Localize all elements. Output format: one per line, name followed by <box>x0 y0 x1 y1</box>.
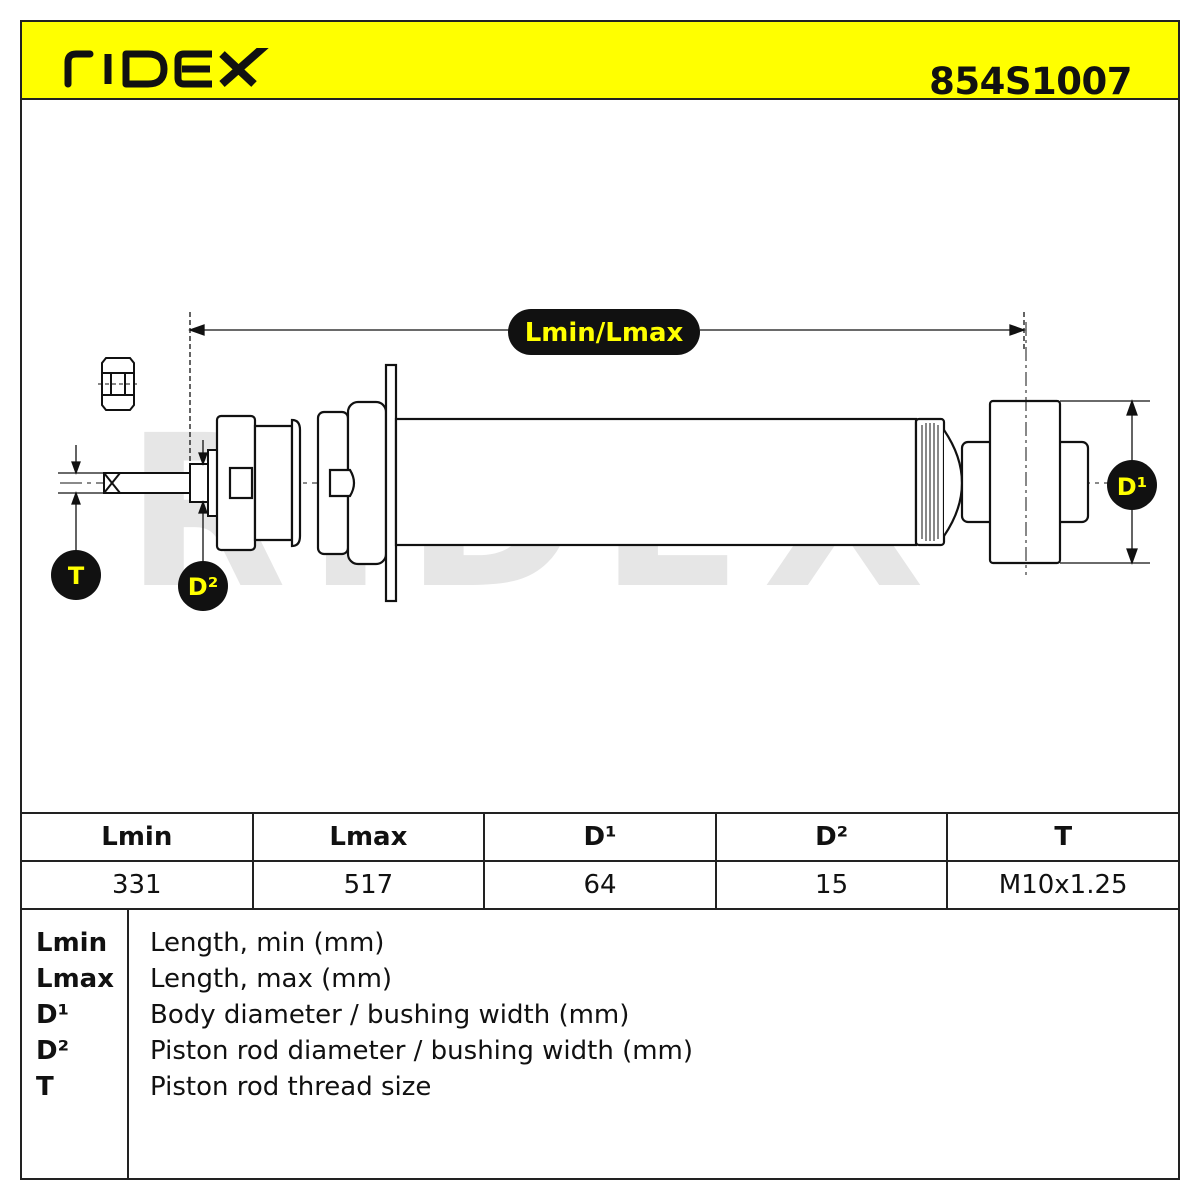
legend-description: Piston rod diameter / bushing width (mm) <box>150 1036 694 1066</box>
legend-description: Length, min (mm) <box>150 928 385 958</box>
legend-row: Lmax Length, max (mm) <box>22 964 1178 1000</box>
t-label: T <box>68 562 85 590</box>
spec-table: Lmin Lmax D¹ D² T 331 517 64 15 M10x1.25 <box>20 812 1180 910</box>
legend-description: Piston rod thread size <box>150 1072 432 1102</box>
spec-header-d2: D² <box>714 812 949 862</box>
legend-key: T <box>36 1072 54 1102</box>
bottom-eye-bushing <box>960 322 1090 575</box>
d2-label: D² <box>188 573 218 601</box>
legend-key: D² <box>36 1036 69 1066</box>
legend-row: T Piston rod thread size <box>22 1072 1178 1108</box>
legend-key: Lmin <box>36 928 108 958</box>
spec-value-lmax: 517 <box>251 860 486 910</box>
brand-logo <box>64 48 269 88</box>
legend-key: D¹ <box>36 1000 69 1030</box>
legend: Lmin Length, min (mm) Lmax Length, max (… <box>20 910 1180 1180</box>
d1-label-badge: D¹ <box>1107 460 1157 510</box>
shock-absorber-drawing: RIDEX <box>51 309 1157 635</box>
spec-value-d1: 64 <box>483 860 717 910</box>
spec-value-t: M10x1.25 <box>946 860 1180 910</box>
spec-header-d1: D¹ <box>483 812 717 862</box>
legend-description: Length, max (mm) <box>150 964 393 994</box>
legend-row: Lmin Length, min (mm) <box>22 928 1178 964</box>
spec-header-lmin: Lmin <box>20 812 254 862</box>
top-mount <box>215 363 398 603</box>
t-label-badge: T <box>51 550 101 600</box>
spec-value-d2: 15 <box>714 860 949 910</box>
spec-header-t: T <box>946 812 1180 862</box>
spec-value-row: 331 517 64 15 M10x1.25 <box>20 860 1180 910</box>
part-number: 854S1007 <box>929 60 1132 103</box>
nut-icon <box>98 357 140 411</box>
length-label-badge: Lmin/Lmax <box>508 309 700 355</box>
damper-body <box>394 417 963 547</box>
thread-dimension <box>58 445 104 552</box>
legend-row: D¹ Body diameter / bushing width (mm) <box>22 1000 1178 1036</box>
spec-value-lmin: 331 <box>20 860 254 910</box>
length-dimension <box>188 312 1026 470</box>
length-label: Lmin/Lmax <box>525 318 684 348</box>
legend-divider <box>127 910 129 1178</box>
legend-description: Body diameter / bushing width (mm) <box>150 1000 630 1030</box>
d2-label-badge: D² <box>178 561 228 611</box>
body-diameter-dimension <box>1060 399 1150 565</box>
spec-header-lmax: Lmax <box>251 812 486 862</box>
header-bar: 854S1007 <box>20 20 1180 103</box>
d1-label: D¹ <box>1117 473 1147 501</box>
spec-header-row: Lmin Lmax D¹ D² T <box>20 812 1180 862</box>
legend-row: D² Piston rod diameter / bushing width (… <box>22 1036 1178 1072</box>
rod-diameter-dimension <box>198 440 208 562</box>
piston-rod <box>103 449 219 517</box>
legend-key: Lmax <box>36 964 114 994</box>
